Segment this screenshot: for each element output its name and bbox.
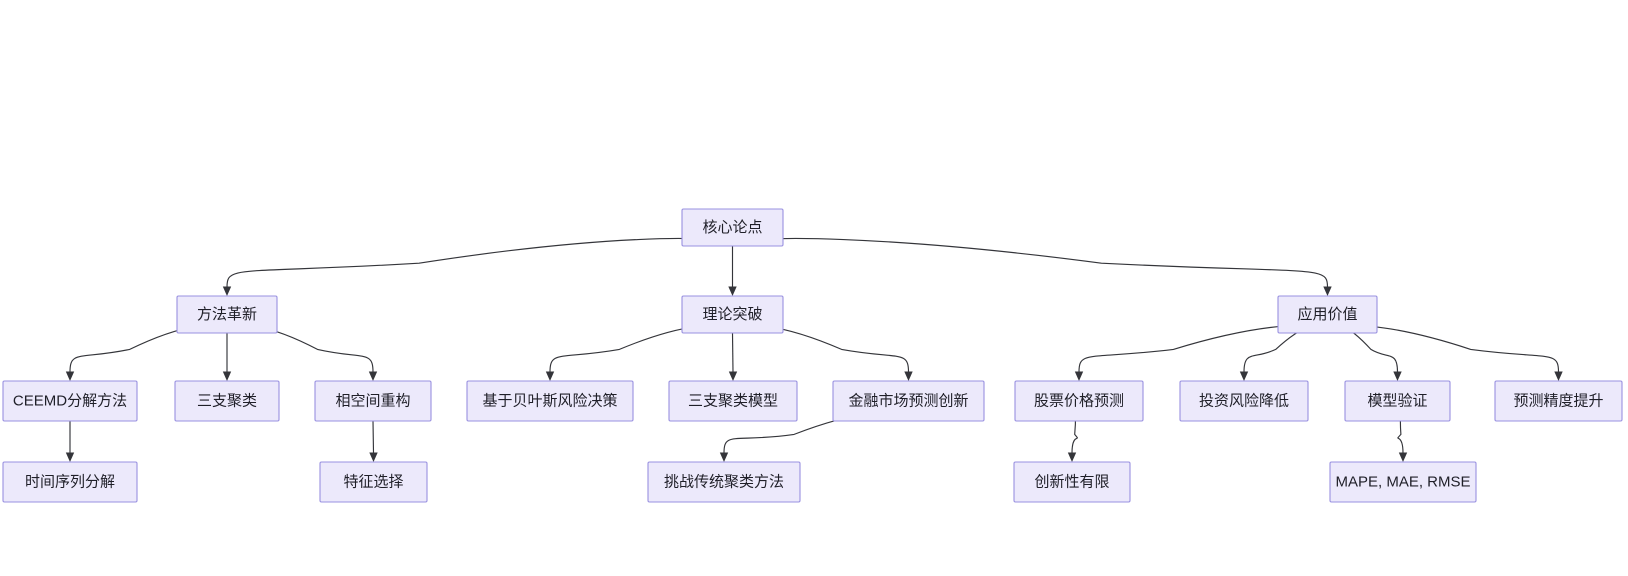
node-label-l1b: 理论突破: [702, 306, 762, 323]
node-box-l3a[interactable]: [2, 461, 138, 503]
edge-root-to-yingyong-arrowhead: [1323, 286, 1332, 296]
edge-root-to-fangfa: [226, 237, 734, 288]
edge-fangfa-to-ceemd-arrowhead: [65, 371, 75, 381]
edge-xiangkongjian-to-tezheng: [372, 420, 375, 454]
node-label-l2b2: 三支聚类模型: [688, 392, 778, 409]
edge-gupiao-to-chuangxin-arrowhead: [1067, 452, 1077, 462]
edge-lilun-to-julei-moxing-arrowhead: [728, 371, 738, 381]
edges-layer: [65, 237, 1563, 462]
edge-yingyong-to-gupiao-arrowhead: [1074, 371, 1084, 381]
node-label-l1c: 应用价值: [1297, 305, 1357, 323]
node-label-l3a: 时间序列分解: [25, 473, 115, 490]
node-box-l2a1[interactable]: [2, 380, 138, 422]
node-label-l2c2: 投资风险降低: [1199, 392, 1289, 409]
node-l3e[interactable]: MAPE, MAE, RMSE: [1329, 461, 1477, 503]
node-box-l1a[interactable]: [176, 295, 278, 334]
node-l1b[interactable]: 理论突破: [681, 295, 784, 334]
edge-root-to-fangfa-arrowhead: [222, 286, 232, 296]
edge-lilun-to-beiyesi-arrowhead: [545, 371, 555, 381]
edge-root-to-yingyong: [731, 237, 1329, 288]
node-l2c1[interactable]: 股票价格预测: [1014, 380, 1144, 422]
node-label-l2a3: 相空间重构: [335, 392, 410, 409]
node-l2c4[interactable]: 预测精度提升: [1494, 380, 1623, 422]
node-box-l2a2[interactable]: [174, 380, 280, 422]
node-label-l2b1: 基于贝叶斯风险决策: [482, 392, 617, 409]
edge-moxingyanzheng-to-metrics-arrowhead: [1398, 452, 1408, 462]
node-label-root: 核心论点: [702, 219, 762, 236]
node-label-l2b3: 金融市场预测创新: [848, 392, 968, 409]
node-label-l3e: MAPE, MAE, RMSE: [1335, 473, 1470, 490]
node-l2b3[interactable]: 金融市场预测创新: [832, 380, 985, 422]
edge-yingyong-to-jingdu-arrowhead: [1554, 371, 1563, 381]
node-l2a2[interactable]: 三支聚类: [174, 380, 280, 422]
node-l2c2[interactable]: 投资风险降低: [1179, 380, 1309, 422]
node-box-l3c[interactable]: [647, 461, 801, 503]
node-l3b[interactable]: 特征选择: [319, 461, 428, 503]
edge-yingyong-to-moxingyanzheng-arrowhead: [1393, 371, 1402, 381]
node-l1c[interactable]: 应用价值: [1277, 295, 1378, 334]
node-box-l2b3[interactable]: [832, 380, 985, 422]
node-label-l2a2: 三支聚类: [197, 392, 257, 409]
edge-root-to-lilun-arrowhead: [728, 286, 737, 296]
node-l2b2[interactable]: 三支聚类模型: [668, 380, 798, 422]
node-box-l3d[interactable]: [1013, 461, 1131, 503]
node-label-l3d: 创新性有限: [1034, 473, 1109, 490]
node-l2a1[interactable]: CEEMD分解方法: [2, 380, 138, 422]
node-box-l2c2[interactable]: [1179, 380, 1309, 422]
edge-fangfa-to-sanzhijulei-arrowhead: [222, 371, 232, 381]
node-l2a3[interactable]: 相空间重构: [314, 380, 432, 422]
node-label-l2c1: 股票价格预测: [1034, 392, 1124, 409]
node-box-l2b1[interactable]: [466, 380, 634, 422]
edge-lilun-to-jinrong-arrowhead: [904, 371, 913, 381]
edge-jinrong-to-tiaozhan-arrowhead: [719, 452, 729, 462]
edge-xiangkongjian-to-tezheng-arrowhead: [369, 452, 378, 462]
node-box-l2a3[interactable]: [314, 380, 432, 422]
node-box-l2c3[interactable]: [1344, 380, 1451, 422]
node-box-l1b[interactable]: [681, 295, 784, 334]
node-root[interactable]: 核心论点: [681, 208, 784, 247]
node-l2c3[interactable]: 模型验证: [1344, 380, 1451, 422]
edge-yingyong-to-fengxian-arrowhead: [1239, 371, 1249, 381]
node-label-l2a1: CEEMD分解方法: [13, 392, 127, 409]
node-label-l1a: 方法革新: [197, 306, 257, 323]
node-box-root[interactable]: [681, 208, 784, 247]
node-box-l2c1[interactable]: [1014, 380, 1144, 422]
node-l2b1[interactable]: 基于贝叶斯风险决策: [466, 380, 634, 422]
node-label-l2c4: 预测精度提升: [1513, 392, 1603, 409]
node-l3a[interactable]: 时间序列分解: [2, 461, 138, 503]
node-l3c[interactable]: 挑战传统聚类方法: [647, 461, 801, 503]
node-box-l3e[interactable]: [1329, 461, 1477, 503]
node-label-l3b: 特征选择: [343, 473, 403, 490]
edge-ceemd-to-shijianxulie-arrowhead: [65, 452, 75, 462]
node-label-l2c3: 模型验证: [1367, 392, 1427, 409]
node-box-l2b2[interactable]: [668, 380, 798, 422]
node-box-l2c4[interactable]: [1494, 380, 1623, 422]
node-box-l3b[interactable]: [319, 461, 428, 503]
edge-fangfa-to-xiangkongjian-arrowhead: [368, 371, 378, 381]
node-l1a[interactable]: 方法革新: [176, 295, 278, 334]
node-l3d[interactable]: 创新性有限: [1013, 461, 1131, 503]
edge-lilun-to-julei-moxing: [731, 332, 734, 373]
node-label-l3c: 挑战传统聚类方法: [664, 473, 784, 490]
node-box-l1c[interactable]: [1277, 295, 1378, 334]
